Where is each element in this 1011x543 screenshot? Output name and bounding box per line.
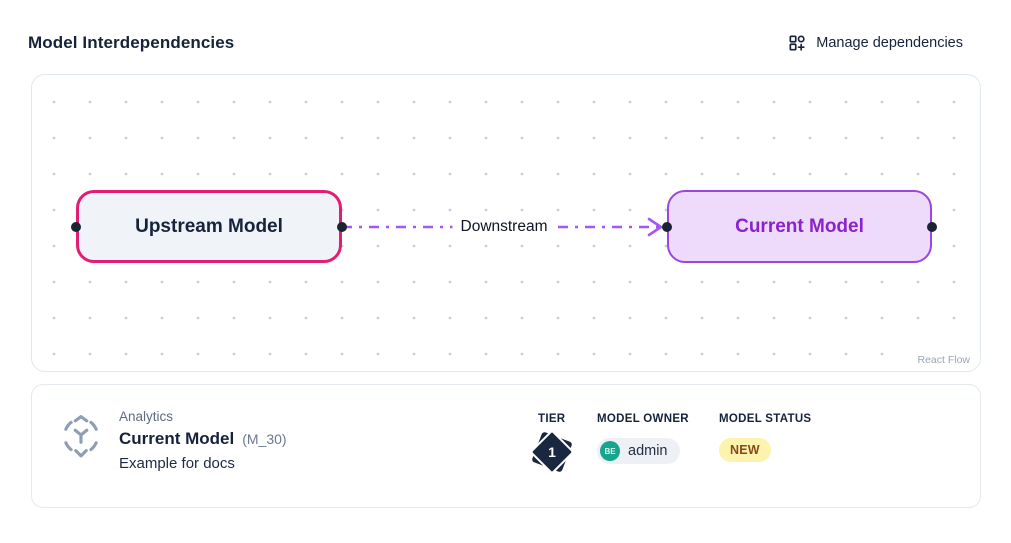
model-name-row: Current Model (M_30) xyxy=(119,429,287,449)
page-title: Model Interdependencies xyxy=(28,33,235,52)
model-owner-column: MODEL OWNER BE admin xyxy=(597,413,689,464)
upstream-right-handle[interactable] xyxy=(337,222,347,232)
dependency-graph-canvas[interactable]: Upstream Model Current Model Downstream … xyxy=(31,74,981,372)
owner-pill: BE admin xyxy=(597,438,680,464)
model-owner-label: MODEL OWNER xyxy=(597,413,689,425)
manage-dependencies-button[interactable]: Manage dependencies xyxy=(787,33,963,53)
model-text-block: Analytics Current Model (M_30) Example f… xyxy=(119,409,287,472)
model-details-card: Analytics Current Model (M_30) Example f… xyxy=(31,384,981,508)
tier-column: TIER 1 xyxy=(529,413,575,475)
node-current-model[interactable]: Current Model xyxy=(667,190,932,263)
tier-badge: 1 xyxy=(529,429,575,475)
model-status-label: MODEL STATUS xyxy=(719,413,812,425)
current-right-handle[interactable] xyxy=(927,222,937,232)
grid-plus-icon xyxy=(787,33,807,53)
model-summary: Analytics Current Model (M_30) Example f… xyxy=(58,409,287,472)
header: Model Interdependencies Manage dependenc… xyxy=(28,30,963,56)
manage-dependencies-label: Manage dependencies xyxy=(816,35,963,51)
model-name: Current Model xyxy=(119,429,235,448)
model-lineage-icon xyxy=(64,415,98,458)
reactflow-attribution-link[interactable]: React Flow xyxy=(907,351,980,371)
owner-avatar: BE xyxy=(600,441,620,461)
edge-label-downstream: Downstream xyxy=(452,215,556,239)
owner-name: admin xyxy=(628,443,668,459)
tier-value: 1 xyxy=(548,444,556,460)
tier-label: TIER xyxy=(538,413,566,425)
model-description: Example for docs xyxy=(119,455,235,472)
node-current-label: Current Model xyxy=(735,215,864,237)
status-badge: NEW xyxy=(719,438,771,462)
model-category: Analytics xyxy=(119,409,174,424)
model-status-column: MODEL STATUS NEW xyxy=(719,413,811,462)
current-left-handle[interactable] xyxy=(662,222,672,232)
node-upstream-label: Upstream Model xyxy=(135,215,283,237)
model-code: (M_30) xyxy=(242,431,287,447)
node-upstream-model[interactable]: Upstream Model xyxy=(76,190,342,263)
upstream-left-handle[interactable] xyxy=(71,222,81,232)
